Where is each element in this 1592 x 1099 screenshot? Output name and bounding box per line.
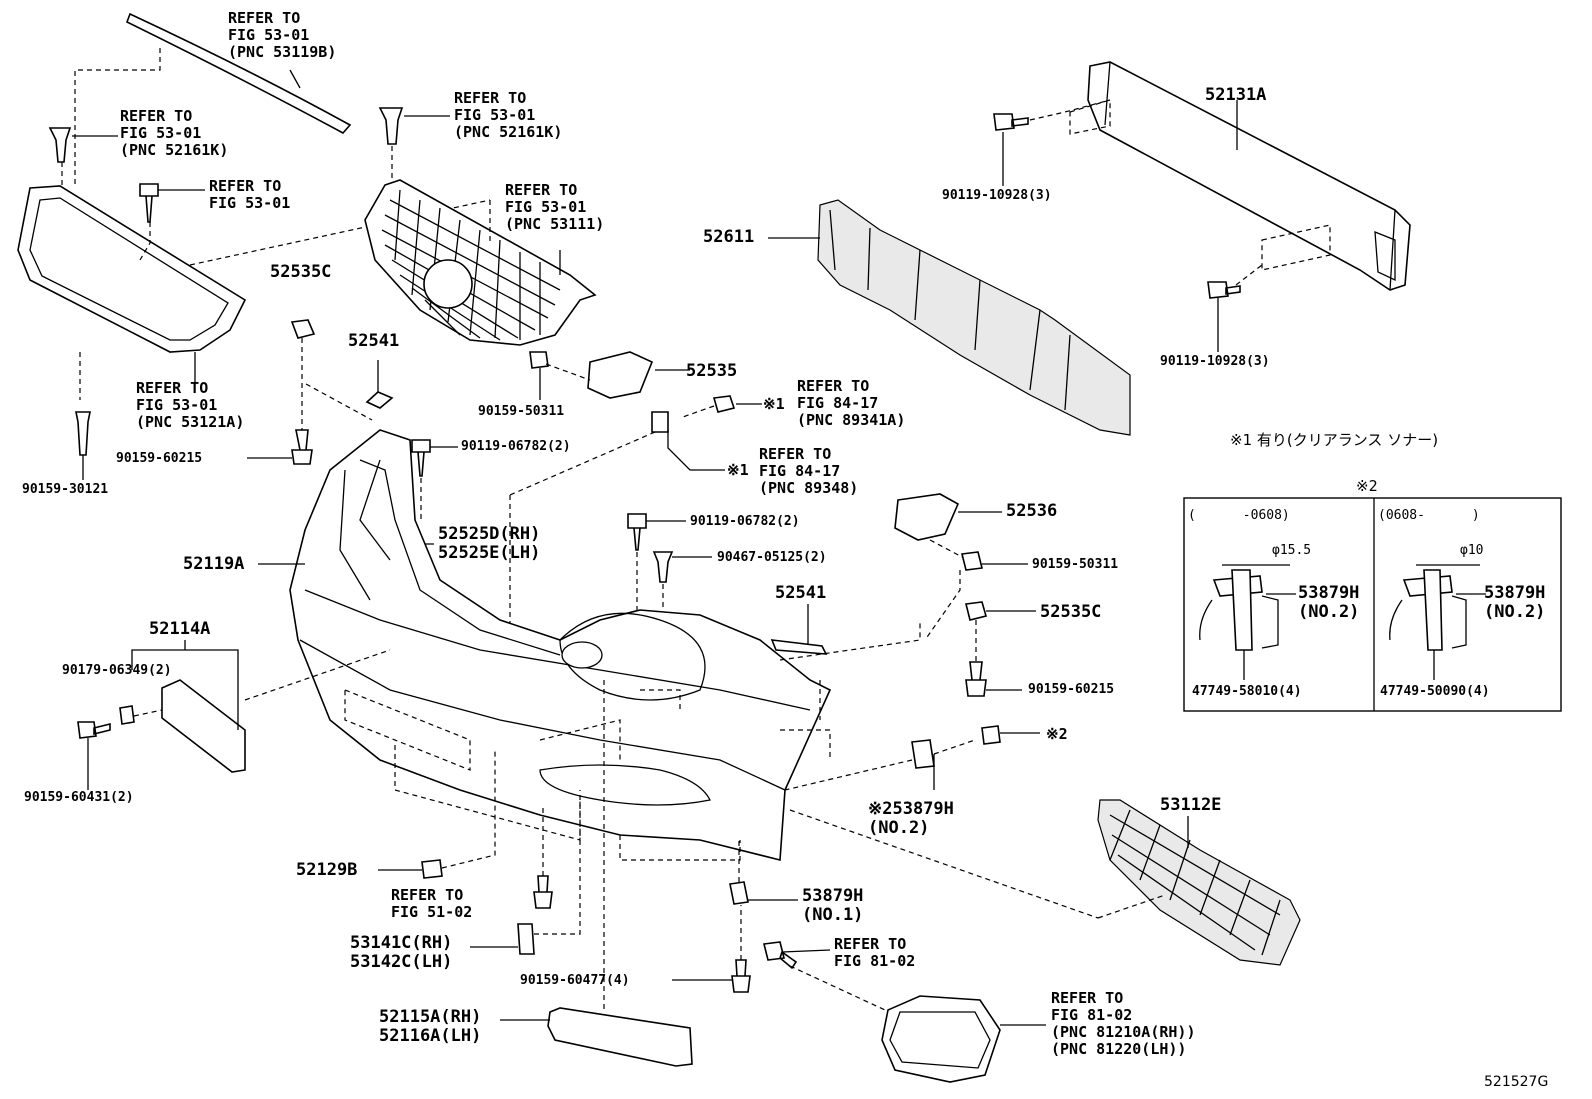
retainer-53879h-no1 bbox=[729, 881, 749, 905]
bolt-52131a-top bbox=[993, 113, 1029, 131]
bracket-52535 bbox=[587, 351, 654, 399]
grille-center bbox=[364, 179, 597, 346]
molding-strip bbox=[125, 12, 352, 135]
label-52129b: 52129B bbox=[296, 860, 358, 880]
bolt-90159-50311-right bbox=[961, 551, 983, 571]
label-refer-53119b: REFER TO FIG 53-01 (PNC 53119B) bbox=[228, 9, 337, 61]
label-90119-06782-mid: 90119-06782(2) bbox=[690, 514, 800, 529]
label-53879h-no1: 53879H (NO.1) bbox=[802, 886, 864, 925]
label-90119-06782-top: 90119-06782(2) bbox=[461, 439, 571, 454]
label-90159-60431: 90159-60431(2) bbox=[24, 790, 134, 805]
inset-box-mark2 bbox=[1183, 497, 1562, 712]
label-90159-60215-left: 90159-60215 bbox=[116, 451, 203, 466]
label-52119a: 52119A bbox=[183, 554, 245, 574]
bolt-center-left bbox=[139, 183, 159, 223]
label-mark1-a: ※1 bbox=[763, 395, 785, 413]
label-53879h-no2-main: ※253879H (NO.2) bbox=[868, 799, 954, 838]
bumper-cover-52119a bbox=[289, 429, 832, 862]
label-52535: 52535 bbox=[686, 361, 738, 381]
inset-right-diameter: φ10 bbox=[1460, 543, 1484, 558]
label-refer-5102: REFER TO FIG 51-02 bbox=[391, 886, 473, 921]
label-refer-53121a: REFER TO FIG 53-01 (PNC 53121A) bbox=[136, 379, 245, 431]
label-refer-89341a: REFER TO FIG 84-17 (PNC 89341A) bbox=[797, 377, 906, 429]
lower-grille-53112e bbox=[1097, 799, 1301, 966]
label-52114a: 52114A bbox=[149, 619, 211, 639]
inset-left-range: ( -0608) bbox=[1188, 508, 1290, 523]
label-90159-60477: 90159-60477(4) bbox=[520, 973, 630, 988]
label-90159-50311-right: 90159-50311 bbox=[1032, 557, 1119, 572]
inset-left-part: 53879H (NO.2) bbox=[1298, 583, 1360, 622]
bolt-90159-50311-top bbox=[529, 351, 549, 369]
label-refer-52161k-left: REFER TO FIG 53-01 (PNC 52161K) bbox=[120, 107, 229, 159]
inset-right-code: 47749-50090(4) bbox=[1380, 684, 1490, 699]
label-90159-30121: 90159-30121 bbox=[22, 482, 109, 497]
bolt-90119-06782-top bbox=[411, 439, 431, 477]
screw-90159-60477 bbox=[731, 959, 751, 993]
strip-52541-top bbox=[365, 391, 394, 409]
absorber-52611 bbox=[817, 199, 1131, 436]
clip-52535c-right bbox=[965, 601, 987, 621]
label-52541-top: 52541 bbox=[348, 331, 400, 351]
label-53112e: 53112E bbox=[1160, 795, 1222, 815]
fog-lamp bbox=[881, 995, 1001, 1083]
label-52525: 52525D(RH) 52525E(LH) bbox=[438, 524, 541, 563]
note-mark1: ※1 有り(クリアランス ソナー) bbox=[1230, 431, 1439, 449]
garnish-53141c bbox=[517, 923, 535, 955]
label-90159-60215-right: 90159-60215 bbox=[1028, 682, 1115, 697]
screw-90159-30121 bbox=[75, 411, 91, 456]
label-refer-5301-clip: REFER TO FIG 53-01 bbox=[209, 177, 291, 212]
label-52131a: 52131A bbox=[1205, 85, 1267, 105]
clip-52535c-top bbox=[290, 319, 316, 339]
label-90119-10928-bottom: 90119-10928(3) bbox=[1160, 354, 1270, 369]
inset-right-part: 53879H (NO.2) bbox=[1484, 583, 1546, 622]
label-refer-52161k-center: REFER TO FIG 53-01 (PNC 52161K) bbox=[454, 89, 563, 141]
retainer-53879h-no2 bbox=[911, 739, 935, 769]
clip-center bbox=[378, 107, 404, 145]
bolt-52131a-bottom bbox=[1207, 281, 1241, 299]
label-52541-mid: 52541 bbox=[775, 583, 827, 603]
note-mark2: ※2 bbox=[1356, 477, 1378, 495]
screw-90467-05125 bbox=[652, 551, 674, 583]
label-53141c: 53141C(RH) 53142C(LH) bbox=[350, 933, 453, 972]
label-refer-89348: REFER TO FIG 84-17 (PNC 89348) bbox=[759, 445, 859, 497]
bracket-52536 bbox=[894, 493, 960, 541]
label-90119-10928-top: 90119-10928(3) bbox=[942, 188, 1052, 203]
label-52611: 52611 bbox=[703, 227, 755, 247]
bolt-refer-8102 bbox=[763, 941, 798, 970]
sonar-holder-89348 bbox=[651, 411, 669, 433]
inset-left-diameter: φ15.5 bbox=[1272, 543, 1312, 558]
label-52535c-right: 52535C bbox=[1040, 602, 1102, 622]
screw-refer-5102 bbox=[533, 875, 553, 909]
label-52535c-top: 52535C bbox=[270, 262, 332, 282]
bolt-90159-60431 bbox=[77, 721, 111, 739]
bracket-52115a bbox=[547, 1007, 693, 1067]
bolt-90119-06782-mid bbox=[627, 513, 647, 551]
bracket-52114a bbox=[161, 679, 246, 773]
screw-90159-60215-left bbox=[291, 429, 313, 465]
label-refer-81210a: REFER TO FIG 81-02 (PNC 81210A(RH)) (PNC… bbox=[1051, 989, 1196, 1058]
label-90159-50311-top: 90159-50311 bbox=[478, 404, 565, 419]
bolt-mark2 bbox=[981, 725, 1001, 745]
screw-90159-60215-right bbox=[965, 661, 987, 697]
inset-left-code: 47749-58010(4) bbox=[1192, 684, 1302, 699]
sonar-holder-89341a bbox=[712, 395, 736, 413]
label-90467-05125: 90467-05125(2) bbox=[717, 550, 827, 565]
diagram-id: 521527G bbox=[1484, 1074, 1549, 1090]
label-refer-53111: REFER TO FIG 53-01 (PNC 53111) bbox=[505, 181, 605, 233]
grille-frame-left bbox=[17, 185, 247, 353]
reinforcement-52131a bbox=[1087, 61, 1411, 291]
label-refer-8102: REFER TO FIG 81-02 bbox=[834, 935, 916, 970]
clip-left bbox=[48, 127, 72, 163]
strip-52541-mid bbox=[770, 639, 828, 655]
label-mark2-bolt: ※2 bbox=[1046, 725, 1068, 743]
clip-90179-06349 bbox=[119, 705, 135, 725]
cap-52129b bbox=[421, 859, 443, 879]
inset-right-range: (0608- ) bbox=[1378, 508, 1480, 523]
label-90179-06349: 90179-06349(2) bbox=[62, 663, 172, 678]
label-mark1-b: ※1 bbox=[727, 461, 749, 479]
label-52115a: 52115A(RH) 52116A(LH) bbox=[379, 1007, 482, 1046]
label-52536: 52536 bbox=[1006, 501, 1058, 521]
